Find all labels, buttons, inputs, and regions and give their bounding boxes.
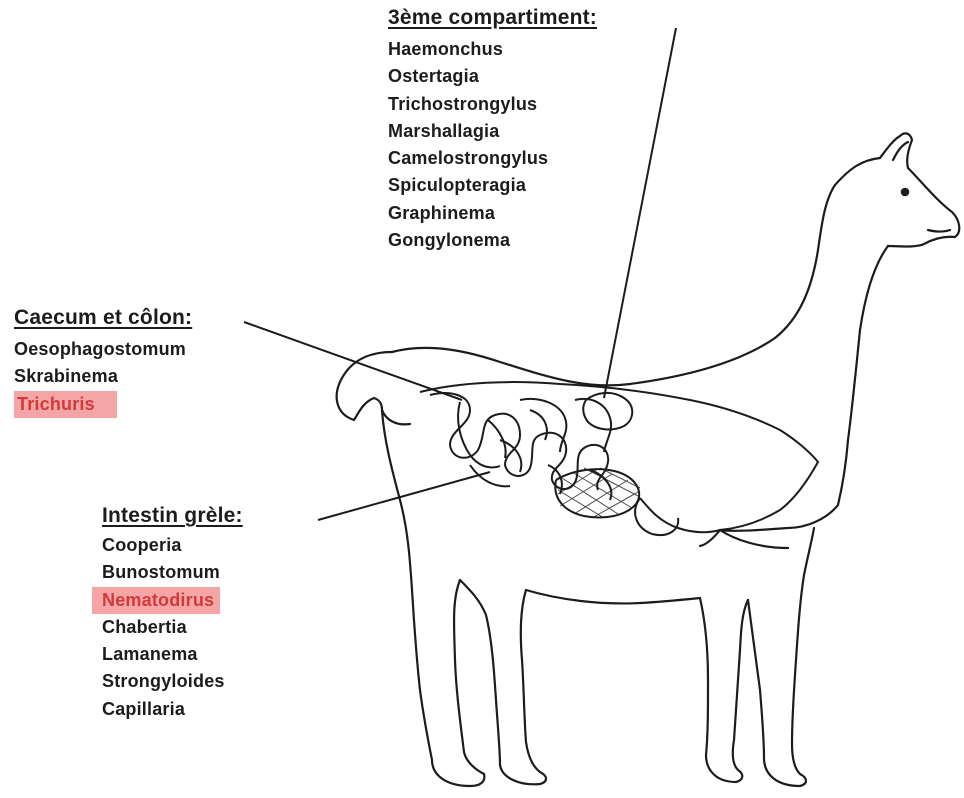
parasite-trichuris-highlighted: Trichuris [14, 391, 117, 418]
llama-tail [337, 352, 410, 424]
parasite-camelostrongylus: Camelostrongylus [388, 145, 597, 172]
llama-eye-icon [902, 189, 908, 195]
parasite-spiculopteragia: Spiculopteragia [388, 172, 597, 199]
parasite-capillaria: Capillaria [102, 696, 243, 723]
llama-front-leg-back [700, 598, 748, 782]
llama-hind-leg-front [460, 580, 546, 784]
leader-caecum-colon [244, 322, 462, 400]
caecum-hatched [555, 469, 639, 517]
stomach-outline [420, 382, 818, 532]
parasite-chabertia: Chabertia [102, 614, 243, 641]
parasite-haemonchus: Haemonchus [388, 36, 597, 63]
parasite-trichostrongylus: Trichostrongylus [388, 91, 597, 118]
parasite-gongylonema: Gongylonema [388, 227, 597, 254]
caecum-colon-title: Caecum et côlon: [14, 306, 192, 330]
parasite-skrabinema: Skrabinema [14, 363, 192, 390]
small-intestine-title: Intestin grèle: [102, 504, 243, 528]
parasite-ostertagia: Ostertagia [388, 63, 597, 90]
third-compartment-group: 3ème compartiment: Haemonchus Ostertagia… [388, 6, 597, 254]
llama-throat-line [720, 246, 888, 531]
parasite-cooperia: Cooperia [102, 532, 243, 559]
llama-belly [526, 590, 700, 603]
llama-ear-icon [880, 133, 912, 168]
parasite-lamanema: Lamanema [102, 641, 243, 668]
parasite-marshallagia: Marshallagia [388, 118, 597, 145]
leader-third-compartment [604, 28, 676, 398]
llama-head [888, 168, 959, 247]
parasite-nematodirus-highlighted: Nematodirus [92, 587, 220, 614]
parasite-graphinema: Graphinema [388, 200, 597, 227]
small-intestine-group: Intestin grèle: Cooperia Bunostomum Nema… [92, 504, 243, 723]
parasite-oesophagostomum: Oesophagostomum [14, 336, 192, 363]
caecum-colon-group: Caecum et côlon: Oesophagostomum Skrabin… [14, 306, 192, 418]
parasite-strongyloides: Strongyloides [102, 668, 243, 695]
third-compartment-title: 3ème compartiment: [388, 6, 597, 30]
parasite-bunostomum: Bunostomum [102, 559, 243, 586]
intestine-coil [430, 393, 608, 490]
llama-ear-inner [893, 142, 908, 160]
intestines-illustration [420, 382, 818, 535]
llama-hind-leg-back [382, 410, 484, 786]
llama-front-leg-front [748, 528, 814, 786]
